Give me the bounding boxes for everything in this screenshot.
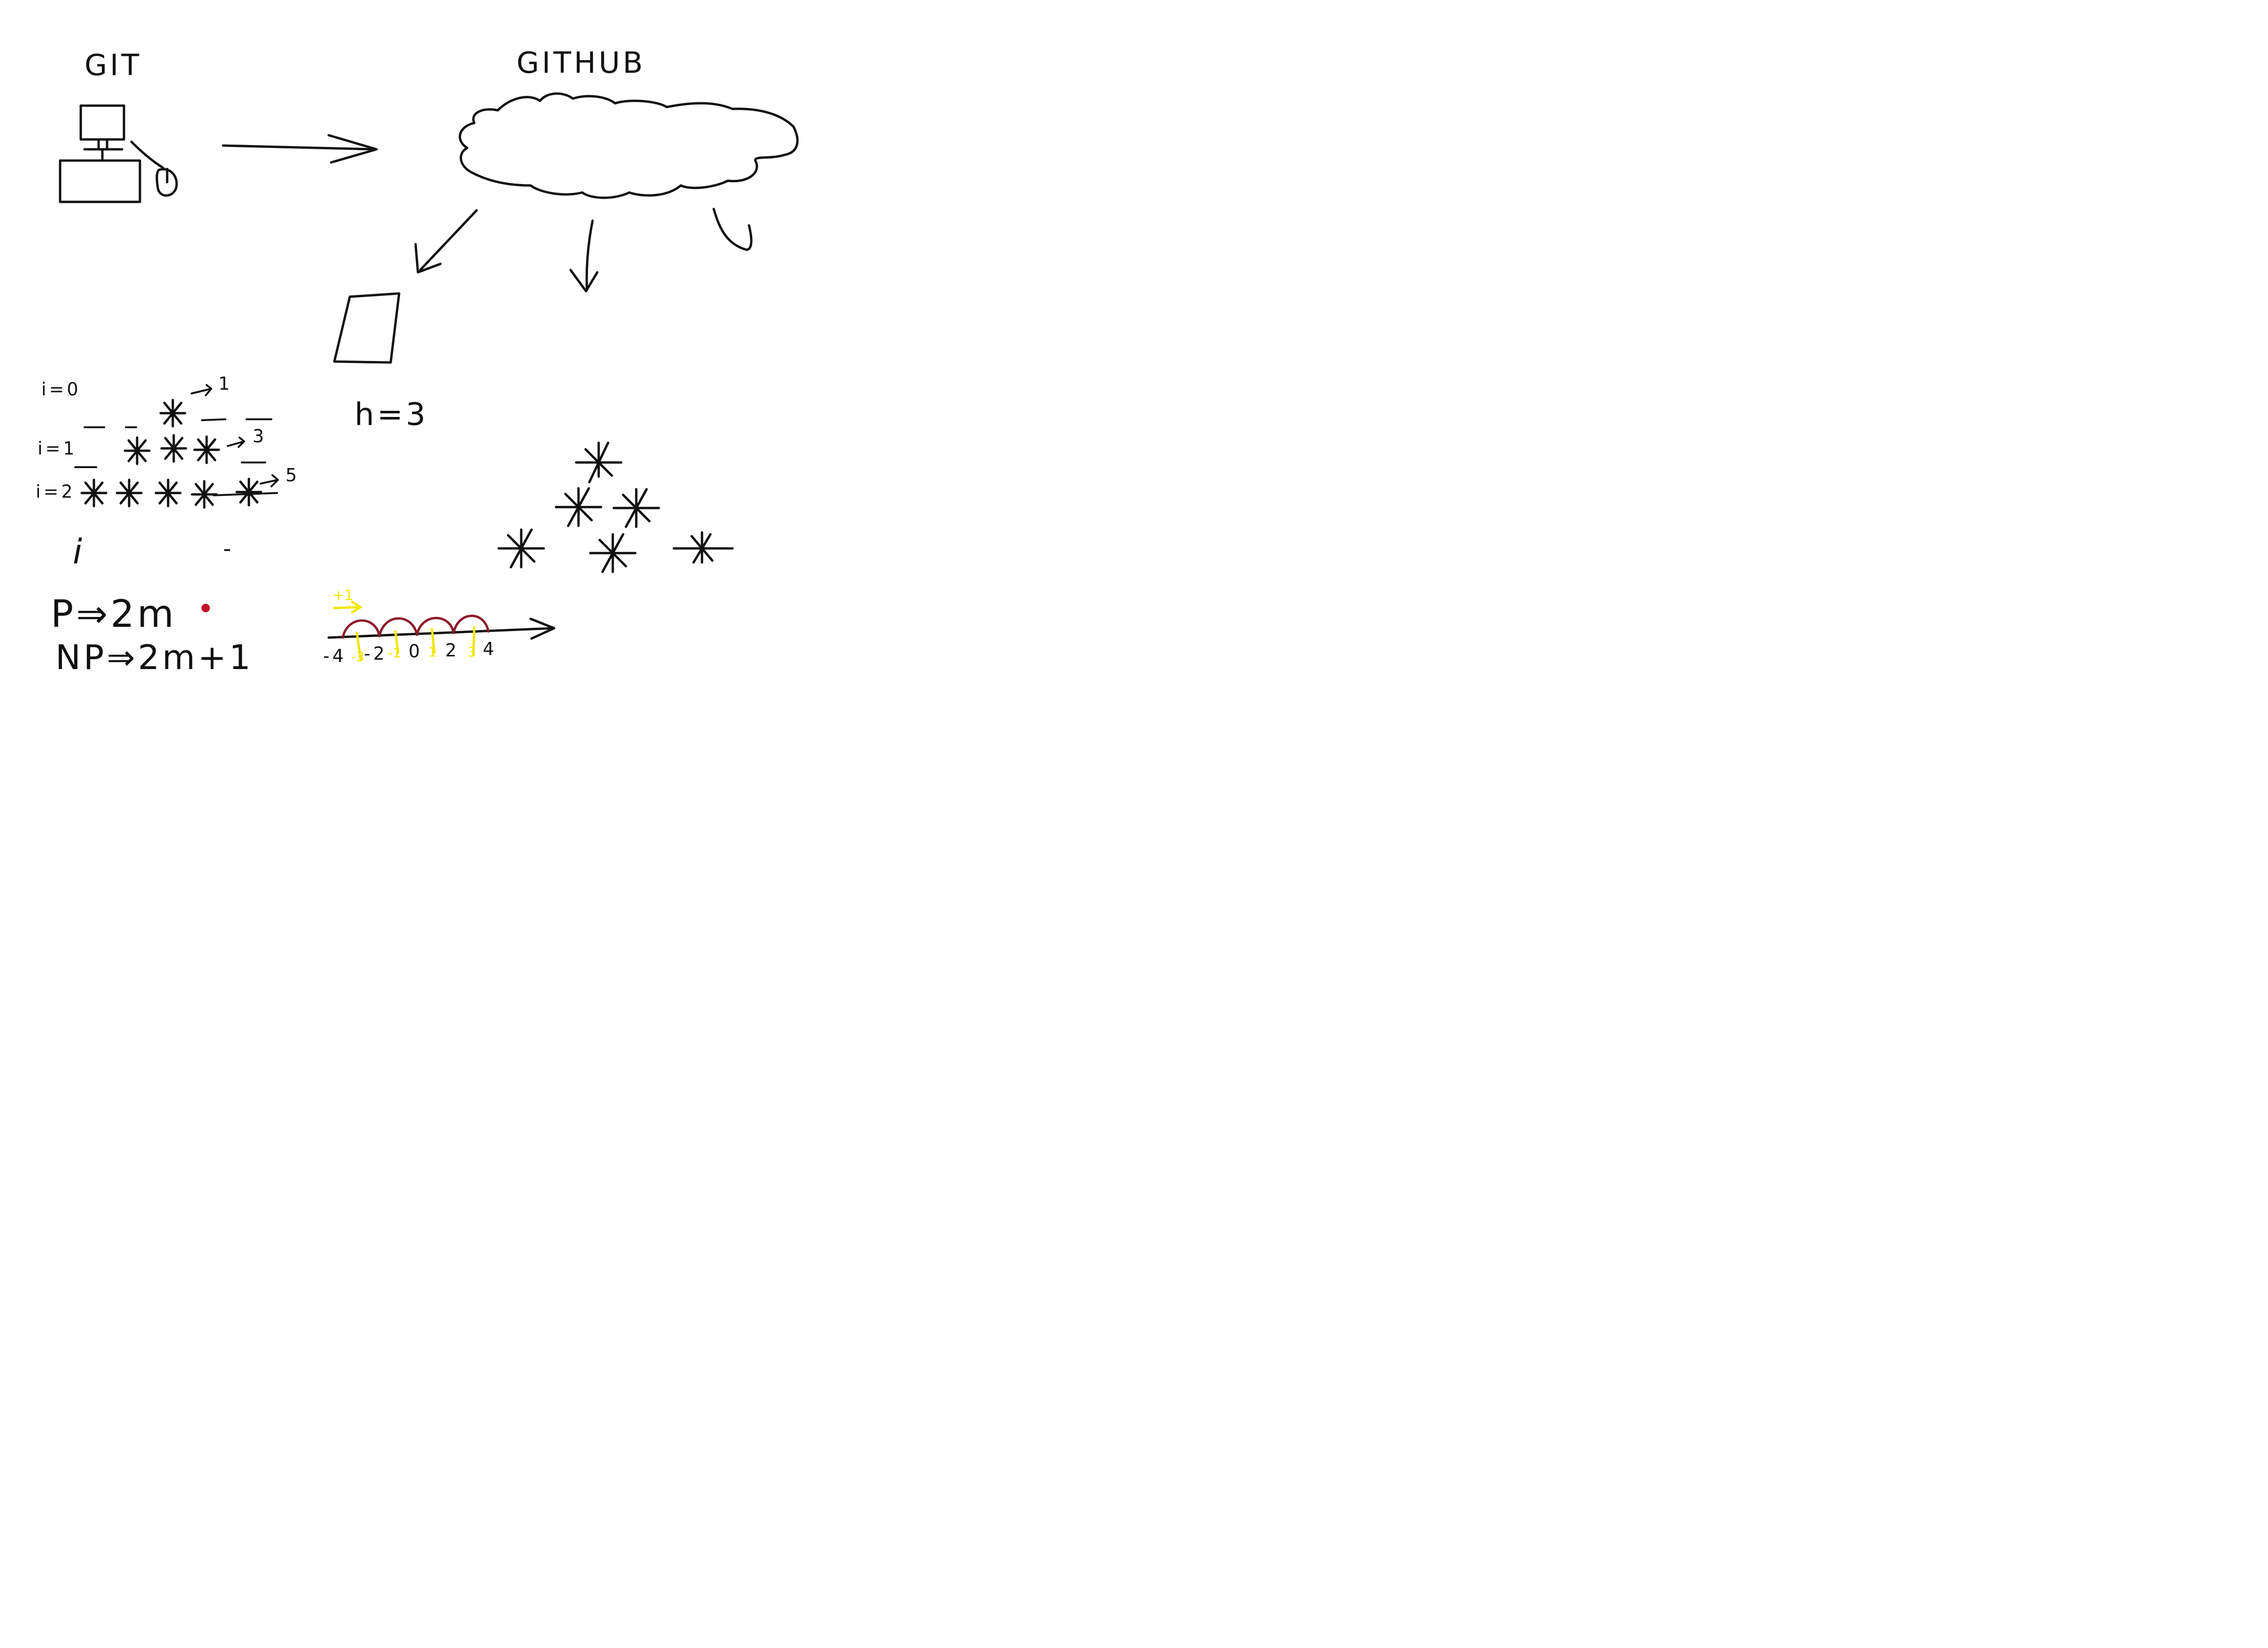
row-label-i0: i=0: [41, 379, 81, 400]
number-line: +1 -4 -2 0 2 4 -3 -1 1 3: [323, 587, 555, 666]
tick-label-neg4: -4: [323, 646, 347, 666]
count-5: 5: [285, 465, 300, 485]
star-pyramid: [497, 441, 734, 573]
plus-one-label: +1: [332, 587, 353, 604]
n-equals-label: h=3: [355, 396, 428, 432]
minor-tick-neg3: -3: [351, 649, 364, 664]
star-mark: [159, 399, 186, 428]
computer-icon: [59, 104, 165, 203]
clone-arrow-right: [712, 208, 753, 251]
tick-label-0: 0: [409, 641, 423, 662]
document-icon: [333, 292, 401, 364]
count-3: 3: [253, 426, 267, 447]
github-label: GITHUB: [517, 46, 646, 80]
push-arrow: [222, 134, 378, 164]
count-1: 1: [218, 373, 232, 394]
cloud-icon: [458, 92, 799, 199]
minor-tick-neg1: -1: [388, 645, 401, 661]
clone-arrow-left: [414, 209, 478, 274]
dash-mark: -: [223, 536, 234, 562]
i-symbol: i: [73, 532, 85, 571]
tick-label-4: 4: [483, 639, 497, 659]
clone-arrow-middle: [569, 219, 599, 293]
minor-tick-3: 3: [468, 644, 476, 660]
row-label-i1: i=1: [38, 438, 77, 459]
git-label: GIT: [85, 48, 142, 82]
tick-label-neg2: -2: [364, 643, 387, 664]
row-label-i2: i=2: [36, 481, 76, 502]
p-formula: P⇒2m: [51, 592, 177, 636]
np-formula: NP⇒2m+1: [55, 638, 254, 677]
mouse-icon: [155, 168, 178, 197]
minor-tick-1: 1: [428, 644, 437, 660]
red-dot: [201, 604, 210, 612]
row-1: 3: [74, 426, 267, 468]
tick-label-2: 2: [445, 640, 459, 661]
row-0: 1: [84, 373, 272, 428]
row-2: 5: [80, 465, 300, 509]
